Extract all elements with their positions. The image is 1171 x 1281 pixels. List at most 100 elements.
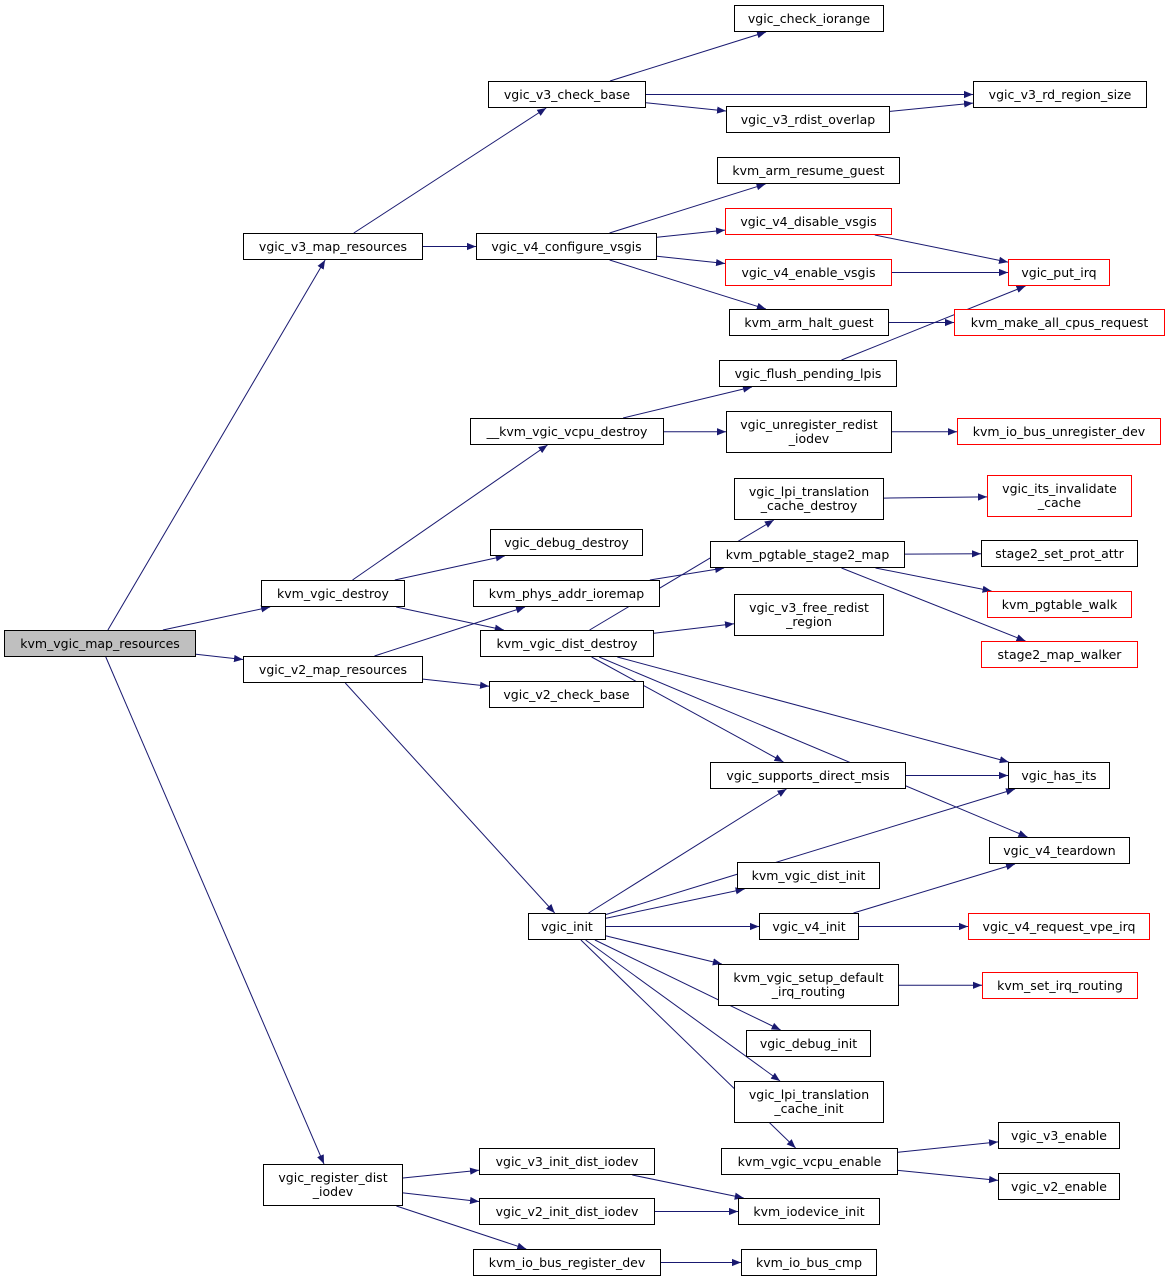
edge-destroy-to-vcpudestroy — [352, 444, 548, 581]
node-teardown[interactable]: vgic_v4_teardown — [989, 837, 1130, 864]
node-iorange[interactable]: vgic_check_iorange — [734, 5, 884, 32]
node-halt[interactable]: kvm_arm_halt_guest — [729, 309, 889, 336]
node-label: vgic_v4_disable_vsgis — [740, 213, 877, 229]
node-unregredist[interactable]: vgic_unregister_redist _iodev — [726, 411, 892, 453]
node-label: kvm_io_bus_cmp — [755, 1254, 863, 1270]
edge-v3base-to-rdover — [645, 102, 727, 114]
node-debugdestroy[interactable]: vgic_debug_destroy — [490, 529, 643, 556]
node-iobusreg[interactable]: kvm_io_bus_register_dev — [473, 1249, 661, 1276]
node-vinit[interactable]: vgic_init — [528, 913, 606, 940]
node-disvsgis[interactable]: vgic_v4_disable_vsgis — [725, 208, 892, 235]
node-label: vgic_register_dist _iodev — [278, 1170, 388, 1199]
node-envsgis[interactable]: vgic_v4_enable_vsgis — [725, 259, 892, 286]
node-label: vgic_has_its — [1021, 767, 1097, 783]
node-v3initdist[interactable]: vgic_v3_init_dist_iodev — [479, 1148, 655, 1175]
node-label: vgic_flush_pending_lpis — [734, 365, 882, 381]
edge-v2map-to-v2base — [422, 678, 490, 689]
edge-root-to-v2map — [195, 653, 244, 663]
node-label: kvm_vgic_dist_init — [751, 867, 866, 883]
node-flushlpi[interactable]: vgic_flush_pending_lpis — [719, 360, 897, 387]
node-label: vgic_debug_destroy — [504, 534, 629, 550]
node-setirq[interactable]: kvm_set_irq_routing — [982, 972, 1138, 999]
node-label: vgic_check_iorange — [747, 10, 871, 26]
node-v3map[interactable]: vgic_v3_map_resources — [243, 233, 423, 260]
edge-s2map-to-pgwalk — [875, 567, 992, 593]
node-vcpuenable[interactable]: kvm_vgic_vcpu_enable — [721, 1148, 898, 1175]
node-label: vgic_v2_map_resources — [258, 661, 408, 677]
node-lpicacheinit[interactable]: vgic_lpi_translation _cache_init — [734, 1081, 884, 1123]
node-s2map[interactable]: kvm_pgtable_stage2_map — [710, 541, 905, 568]
edge-vinit-to-distinit — [605, 887, 745, 919]
node-regdist[interactable]: vgic_register_dist _iodev — [263, 1164, 403, 1206]
edge-distdestroy-to-freeredist — [653, 621, 735, 634]
node-debuginit[interactable]: vgic_debug_init — [746, 1030, 871, 1057]
node-vcpudestroy[interactable]: __kvm_vgic_vcpu_destroy — [470, 418, 664, 445]
node-label: kvm_pgtable_stage2_map — [725, 546, 890, 562]
node-v2map[interactable]: vgic_v2_map_resources — [243, 656, 423, 683]
node-iobusunreg[interactable]: kvm_io_bus_unregister_dev — [957, 418, 1161, 445]
node-rdover[interactable]: vgic_v3_rdist_overlap — [726, 106, 890, 133]
edge-cfgvsgis-to-halt — [609, 259, 767, 310]
node-reqvpe[interactable]: vgic_v4_request_vpe_irq — [968, 913, 1150, 940]
edge-vcpuenable-to-v3enable — [897, 1139, 999, 1153]
node-freeredist[interactable]: vgic_v3_free_redist _region — [734, 594, 884, 636]
node-itsinval[interactable]: vgic_its_invalidate _cache — [987, 475, 1132, 517]
node-label: stage2_set_prot_attr — [995, 545, 1124, 561]
node-directmsis[interactable]: vgic_supports_direct_msis — [710, 762, 906, 789]
node-label: vgic_v4_teardown — [1003, 842, 1116, 858]
edge-vinit-to-setupirq — [605, 935, 722, 966]
edge-cfgvsgis-to-envsgis — [656, 255, 726, 267]
node-label: kvm_arm_resume_guest — [732, 162, 885, 178]
node-v2initdist[interactable]: vgic_v2_init_dist_iodev — [479, 1198, 655, 1225]
node-v2enable[interactable]: vgic_v2_enable — [998, 1173, 1120, 1200]
node-putirq[interactable]: vgic_put_irq — [1008, 259, 1110, 286]
node-label: kvm_io_bus_unregister_dev — [972, 423, 1146, 439]
edge-lpicachedestroy-to-itsinval — [883, 493, 988, 501]
node-resume[interactable]: kvm_arm_resume_guest — [717, 157, 900, 184]
node-physioremap[interactable]: kvm_phys_addr_ioremap — [473, 580, 660, 607]
node-v2base[interactable]: vgic_v2_check_base — [489, 681, 644, 708]
node-label: kvm_pgtable_walk — [1001, 596, 1118, 612]
node-label: vgic_v3_rdist_overlap — [740, 111, 876, 127]
node-label: vgic_v3_rd_region_size — [988, 86, 1132, 102]
node-hasits[interactable]: vgic_has_its — [1008, 762, 1110, 789]
node-label: vgic_debug_init — [759, 1035, 858, 1051]
node-destroy[interactable]: kvm_vgic_destroy — [261, 580, 405, 607]
node-setprot[interactable]: stage2_set_prot_attr — [981, 540, 1138, 567]
node-v3base[interactable]: vgic_v3_check_base — [488, 81, 646, 108]
node-lpicachedestroy[interactable]: vgic_lpi_translation _cache_destroy — [734, 478, 884, 520]
node-label: kvm_phys_addr_ioremap — [488, 585, 645, 601]
node-distinit[interactable]: kvm_vgic_dist_init — [737, 862, 880, 889]
node-root[interactable]: kvm_vgic_map_resources — [4, 630, 196, 657]
edge-regdist-to-iobusreg — [396, 1205, 527, 1250]
edge-distdestroy-to-teardown — [598, 656, 1028, 838]
node-distdestroy[interactable]: kvm_vgic_dist_destroy — [480, 630, 654, 657]
edge-distdestroy-to-hasits — [617, 656, 1009, 764]
node-label: vgic_v2_check_base — [503, 686, 630, 702]
node-label: vgic_v4_configure_vsgis — [491, 238, 642, 254]
edge-v4init-to-teardown — [853, 863, 1016, 914]
node-iobuscmp[interactable]: kvm_io_bus_cmp — [741, 1249, 877, 1276]
node-label: kvm_make_all_cpus_request — [970, 314, 1149, 330]
node-cfgvsgis[interactable]: vgic_v4_configure_vsgis — [476, 233, 657, 260]
edge-flushlpi-to-putirq — [841, 285, 1026, 361]
edge-vinit-to-hasits — [605, 788, 1016, 915]
edge-vinit-to-debuginit — [594, 939, 781, 1031]
node-label: vgic_v2_init_dist_iodev — [495, 1203, 639, 1219]
node-rdsize[interactable]: vgic_v3_rd_region_size — [973, 81, 1147, 108]
node-label: vgic_v3_enable — [1011, 1127, 1107, 1143]
node-label: kvm_vgic_vcpu_enable — [737, 1153, 882, 1169]
node-label: vgic_v4_init — [772, 918, 846, 934]
edge-distdestroy-to-directmsis — [591, 656, 784, 763]
node-label: kvm_set_irq_routing — [997, 977, 1123, 993]
node-s2walker[interactable]: stage2_map_walker — [981, 641, 1138, 668]
node-v3enable[interactable]: vgic_v3_enable — [998, 1122, 1120, 1149]
node-iodevinit[interactable]: kvm_iodevice_init — [738, 1198, 880, 1225]
node-makeall[interactable]: kvm_make_all_cpus_request — [954, 309, 1165, 336]
node-pgwalk[interactable]: kvm_pgtable_walk — [987, 591, 1132, 618]
node-setupirq[interactable]: kvm_vgic_setup_default _irq_routing — [718, 964, 899, 1006]
edge-v3map-to-v3base — [353, 107, 547, 234]
edge-physioremap-to-s2map — [649, 565, 725, 581]
node-v4init[interactable]: vgic_v4_init — [759, 913, 859, 940]
